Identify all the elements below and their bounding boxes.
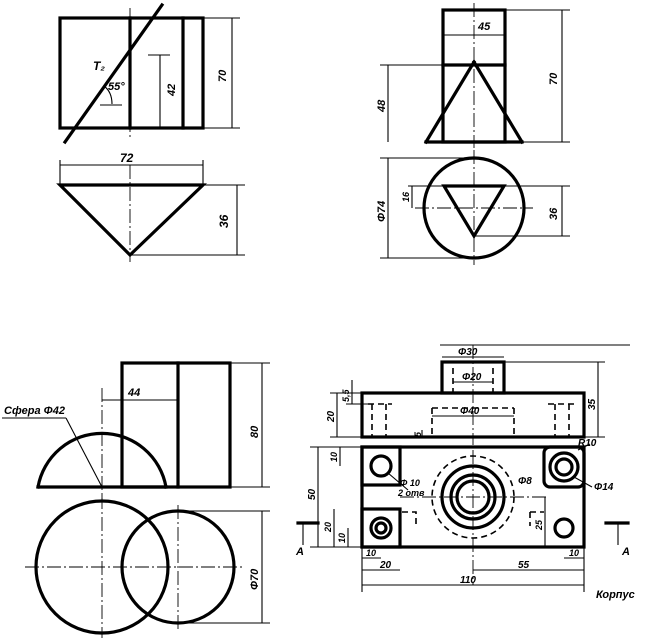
fig4-r10-label: R10 — [578, 438, 597, 449]
fig4-title: Корпус — [596, 589, 635, 601]
fig4-dim-w55-label: 55 — [518, 560, 530, 571]
fig4-dim-25-label: 25 — [534, 519, 544, 531]
fig4-dim-30-label: Φ30 — [458, 347, 478, 358]
fig4-corner-pad-tl — [360, 445, 402, 487]
fig4-corner-pad-tr — [542, 445, 586, 489]
fig4-dim-w20-label: 20 — [379, 560, 392, 571]
fig4-dim-h20-label: 20 — [326, 410, 337, 423]
fig4-dim-5-label: 5 — [413, 431, 423, 437]
fig4-dim-40-label: Φ40 — [460, 406, 480, 417]
fig4-section-label-left: A — [295, 546, 304, 558]
fig1-cone-top-view — [56, 183, 207, 258]
fig4-hole-tl — [369, 454, 393, 478]
fig4-hole10-leader — [387, 472, 409, 491]
fig4-dim-w10-label: 10 — [366, 548, 376, 558]
fig1-angle-arc — [103, 85, 113, 105]
fig2-dim-45-label: 45 — [477, 21, 491, 33]
fig3-sphere-label: Сфера Φ42 — [4, 405, 65, 417]
fig4-dim-w110-label: 110 — [460, 575, 476, 586]
fig3-dim-44-label: 44 — [127, 387, 140, 399]
fig3-dim-70-label: Φ70 — [249, 568, 261, 590]
fig4-d14-leader — [573, 476, 593, 488]
fig1-cutting-plane — [62, 2, 165, 145]
fig4-dim-v10b-label: 10 — [337, 533, 347, 543]
fig2-dim-16-label: 16 — [401, 191, 411, 202]
fig2-cut-left — [423, 59, 477, 145]
fig4-hole-br — [553, 517, 575, 539]
fig2-dim-70-label: 70 — [548, 72, 560, 85]
fig4-dim-20-label: Φ20 — [462, 372, 482, 383]
fig4-hole-bl-inner — [374, 521, 388, 535]
fig4-dim-55-label: 5,5 — [341, 388, 351, 402]
fig1-dim-70-label: 70 — [217, 69, 229, 82]
fig4-d14-label: Φ14 — [594, 482, 614, 493]
fig4-hole-tr-outer — [548, 451, 580, 483]
fig4-r10-leader — [577, 443, 591, 451]
figure-2: 45 48 70 Φ74 16 36 — [376, 3, 570, 265]
fig2-dim-48-label: 48 — [376, 99, 388, 113]
figure-4: Φ30 Φ20 Φ40 5 20 5,5 35 — [295, 344, 635, 601]
fig4-dim-v10-label: 10 — [329, 452, 339, 462]
fig4-dim-50-label: 50 — [307, 488, 318, 500]
fig4-hole-bl-outer — [369, 516, 393, 540]
fig4-dim-35-label: 35 — [587, 398, 598, 410]
fig1-plane-label: T₂ — [93, 59, 105, 73]
fig4-hidden-steps — [402, 511, 544, 526]
fig4-dim-w10r-label: 10 — [569, 548, 579, 558]
fig3-sphere-leader — [65, 417, 103, 488]
figure-1: 55° T₂ 42 70 72 36 — [56, 2, 245, 262]
fig4-hole10-label: Φ 10 — [400, 478, 420, 488]
fig2-cut-right — [471, 59, 525, 145]
fig1-dim-72-label: 72 — [120, 151, 134, 165]
fig3-cylinder-front — [120, 361, 232, 489]
fig4-section-label-right: A — [621, 546, 630, 558]
fig2-dim-36-label: 36 — [548, 207, 560, 220]
fig4-dim-v20-label: 20 — [323, 522, 333, 533]
fig3-dim-80-label: 80 — [249, 425, 261, 438]
fig4-hole-tr-inner — [554, 457, 574, 477]
fig1-dim-42-label: 42 — [166, 84, 178, 97]
fig1-dim-36-label: 36 — [217, 214, 231, 228]
figure-3: 44 Сфера Φ42 80 Φ70 — [2, 361, 270, 638]
fig2-dim-74-label: Φ74 — [376, 201, 388, 222]
fig4-corner-pad-bl — [360, 507, 402, 549]
fig4-holes2-label: 2 отв — [397, 488, 425, 498]
fig4-d8-label: Φ8 — [518, 476, 532, 487]
fig1-angle-label: 55° — [108, 81, 125, 93]
